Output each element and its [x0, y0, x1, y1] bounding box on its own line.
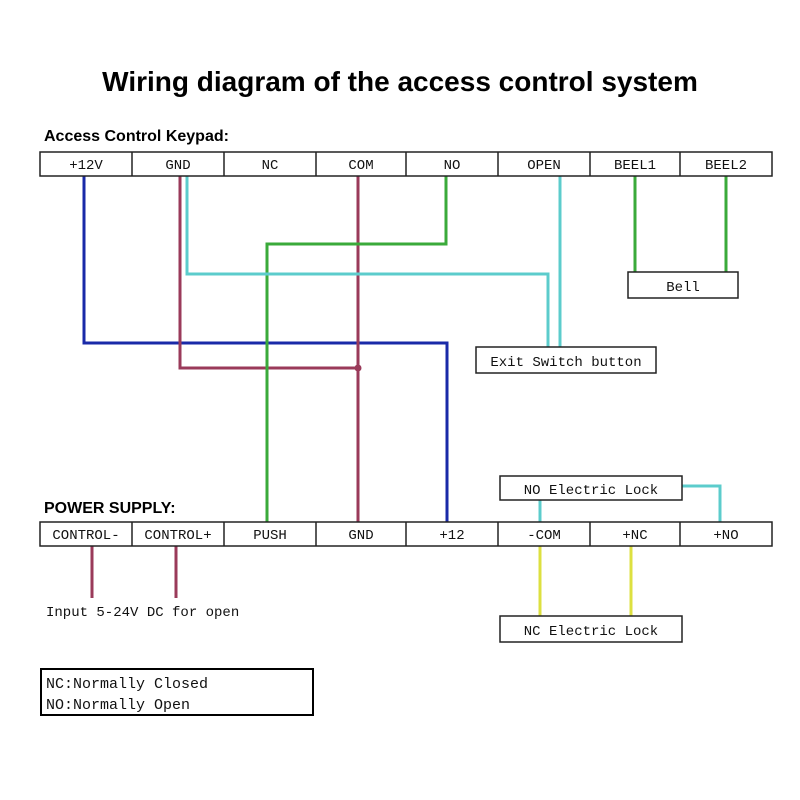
nc-lock-label: NC Electric Lock [524, 624, 658, 640]
psu-terminal-nc: +NC [622, 528, 647, 544]
keypad-terminal-beel1: BEEL1 [614, 158, 656, 174]
nc-lock-box: NC Electric Lock [499, 615, 683, 643]
keypad-terminal-com: COM [348, 158, 373, 174]
power-supply-label: POWER SUPPLY: [44, 500, 176, 517]
power-supply-terminal-strip: CONTROL- CONTROL+ PUSH GND +12 -COM +NC +NO [39, 521, 773, 547]
psu-terminal-com: -COM [527, 528, 561, 544]
bell-label: Bell [666, 280, 700, 296]
legend-nc: NC:Normally Closed [46, 676, 209, 693]
keypad-terminal-open: OPEN [527, 158, 561, 174]
input-note: Input 5-24V DC for open [46, 605, 239, 621]
psu-terminal-gnd: GND [348, 528, 373, 544]
wire-gnd-keypad [178, 176, 358, 370]
keypad-terminal-no: NO [444, 158, 461, 174]
psu-terminal-push: PUSH [253, 528, 287, 544]
diagram-title: Wiring diagram of the access control sys… [102, 66, 698, 97]
wire-no-push [265, 176, 448, 522]
psu-terminal-no: +NO [713, 528, 738, 544]
exit-switch-label: Exit Switch button [490, 355, 641, 371]
psu-terminal-control: CONTROL+ [144, 528, 211, 544]
keypad-terminal-nc: NC [262, 158, 279, 174]
no-lock-box: NO Electric Lock [499, 475, 683, 501]
psu-terminal-12: +12 [439, 528, 464, 544]
keypad-label: Access Control Keypad: [44, 128, 229, 145]
keypad-terminal-12v: +12V [69, 158, 103, 174]
bell-box: Bell [627, 271, 739, 299]
wire-gnd-exit [185, 176, 550, 347]
keypad-terminal-strip: +12V GND NC COM NO OPEN BEEL1 BEEL2 [39, 151, 773, 177]
exit-switch-box: Exit Switch button [475, 346, 657, 374]
legend-box: NC:Normally Closed NO:Normally Open [40, 668, 314, 716]
legend-no: NO:Normally Open [46, 697, 191, 714]
psu-terminal-control: CONTROL- [52, 528, 119, 544]
no-lock-label: NO Electric Lock [524, 483, 658, 499]
keypad-terminal-gnd: GND [165, 158, 190, 174]
wire-nolock-no [670, 484, 722, 522]
keypad-terminal-beel2: BEEL2 [705, 158, 747, 174]
wire-junction-dot [354, 364, 362, 372]
